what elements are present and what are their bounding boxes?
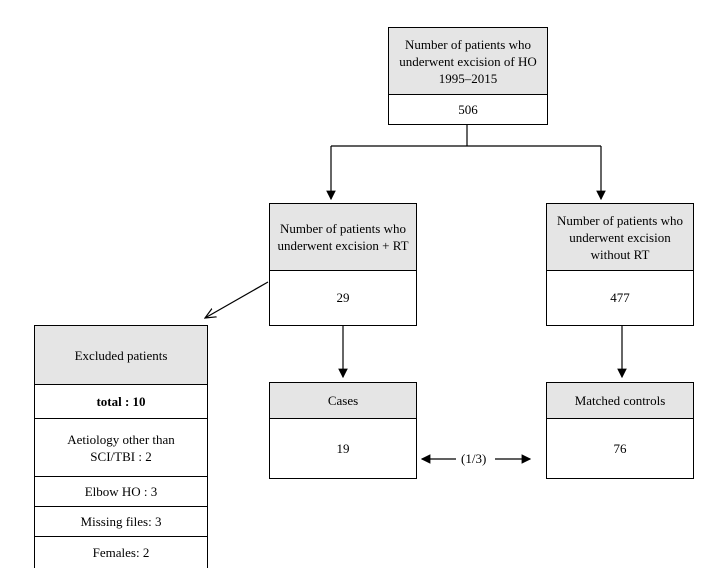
excluded-total: total : 10 (96, 394, 146, 409)
controls-count: 76 (613, 440, 627, 456)
excluded-box: Excluded patients total : 10 Aetiology o… (34, 325, 208, 568)
excluded-reason-elbow: Elbow HO : 3 (35, 476, 207, 506)
controls-box: Matched controls 76 (546, 382, 694, 479)
no-rt-box: Number of patients who underwent excisio… (546, 203, 694, 326)
excluded-reason-missing-files: Missing files: 3 (35, 506, 207, 536)
excluded-reason-aetiology: Aetiology other than SCI/TBI : 2 (35, 418, 207, 476)
rt-box: Number of patients who underwent excisio… (269, 203, 417, 326)
cases-title: Cases (270, 383, 416, 419)
rt-title: Number of patients who underwent excisio… (270, 204, 416, 271)
excluded-reason-females: Females: 2 (35, 536, 207, 567)
controls-title: Matched controls (547, 383, 693, 419)
excluded-title: Excluded patients (35, 326, 207, 385)
rt-count: 29 (336, 290, 350, 305)
total-excisions-box: Number of patients who underwent excisio… (388, 27, 548, 125)
cases-count: 19 (336, 440, 350, 456)
cases-box: Cases 19 (269, 382, 417, 479)
no-rt-title: Number of patients who underwent excisio… (547, 204, 693, 271)
arrow-to-excluded (205, 281, 269, 318)
total-excisions-count: 506 (458, 101, 478, 117)
ratio-label: (1/3) (461, 451, 487, 466)
no-rt-count: 477 (610, 290, 630, 305)
total-excisions-title: Number of patients who underwent excisio… (389, 28, 547, 95)
